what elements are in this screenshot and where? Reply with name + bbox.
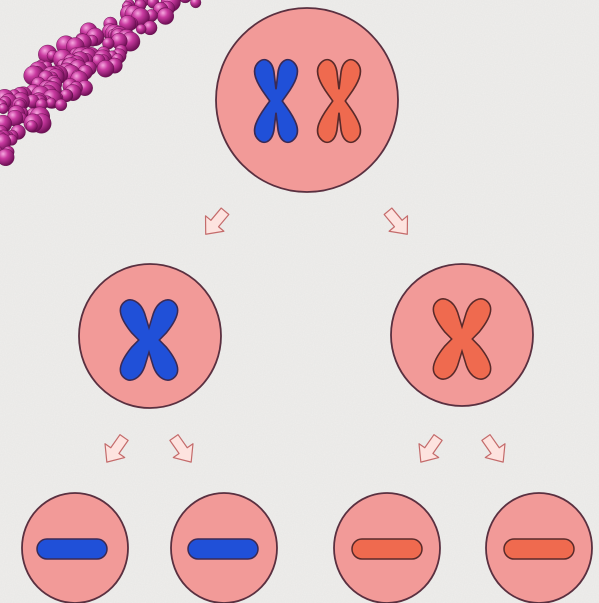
chromatin-bead [55, 99, 67, 111]
gamete-cell [334, 493, 440, 603]
gamete-cell [22, 493, 128, 603]
blue-chromatid [37, 539, 107, 559]
gamete-cell [486, 493, 592, 603]
chromatin-bead [157, 8, 174, 25]
chromatin-bead [136, 24, 146, 34]
blue-chromatid [188, 539, 258, 559]
parent-cell [216, 8, 398, 192]
daughter-cell-right [391, 264, 533, 406]
orange-chromatid [352, 539, 422, 559]
chromatin-bead [97, 60, 114, 77]
chromatin-bead [46, 98, 56, 108]
orange-chromatid [504, 539, 574, 559]
chromatin-bead [26, 120, 37, 131]
chromatin-bead [0, 104, 8, 114]
gamete-cell [171, 493, 277, 603]
daughter-cell-left [79, 264, 221, 408]
